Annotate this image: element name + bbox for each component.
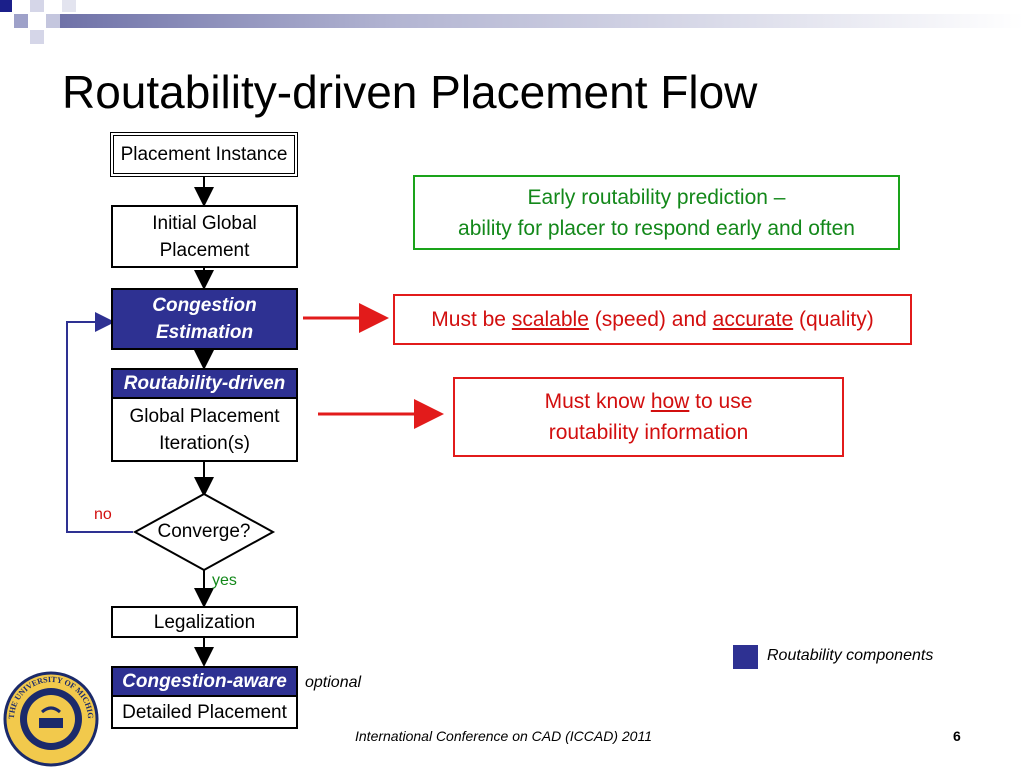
converge-label: Converge? bbox=[157, 521, 251, 542]
slide-header-decoration bbox=[0, 0, 1024, 44]
converge-diamond bbox=[132, 492, 276, 572]
congestion-estimation-line1: Congestion bbox=[152, 295, 257, 316]
early-prediction-line1: Early routability prediction – bbox=[527, 185, 786, 209]
slide-title: Routability-driven Placement Flow bbox=[62, 66, 758, 118]
initial-global-line2: Placement bbox=[159, 239, 250, 261]
global-iteration-line2: Iteration(s) bbox=[159, 432, 250, 454]
university-seal-logo: THE UNIVERSITY OF MICHIGAN 1817 bbox=[2, 670, 99, 767]
placement-instance-box: Placement Instance bbox=[110, 132, 298, 177]
yes-label: yes bbox=[212, 572, 237, 589]
routability-usage-line1: Must know how to use bbox=[544, 390, 753, 413]
initial-global-placement-box: Initial Global Placement bbox=[111, 205, 298, 268]
initial-global-line1: Initial Global bbox=[152, 212, 257, 234]
no-label: no bbox=[94, 506, 112, 523]
how-term: how bbox=[650, 390, 690, 413]
scalable-accurate-text: Must be scalable (speed) and accurate (q… bbox=[431, 308, 874, 331]
scalable-term: scalable bbox=[511, 308, 589, 331]
accurate-term: accurate bbox=[712, 308, 794, 331]
global-placement-iteration-box: Global Placement Iteration(s) bbox=[111, 399, 298, 462]
page-number: 6 bbox=[953, 728, 961, 744]
optional-label: optional bbox=[305, 674, 362, 691]
congestion-aware-label: Congestion-aware bbox=[122, 671, 287, 692]
legend-swatch bbox=[733, 645, 758, 669]
congestion-aware-header: Congestion-aware bbox=[111, 666, 298, 697]
placement-instance-label: Placement Instance bbox=[120, 144, 288, 165]
congestion-estimation-box: Congestion Estimation bbox=[111, 288, 298, 350]
legend-label: Routability components bbox=[767, 647, 934, 664]
scalable-accurate-callout: Must be scalable (speed) and accurate (q… bbox=[393, 294, 912, 345]
detailed-placement-label: Detailed Placement bbox=[122, 701, 287, 723]
detailed-placement-box: Detailed Placement bbox=[111, 697, 298, 729]
routability-driven-label: Routability-driven bbox=[123, 373, 286, 394]
early-prediction-callout: Early routability prediction – ability f… bbox=[413, 175, 900, 250]
routability-usage-callout: Must know how to use routability informa… bbox=[453, 377, 844, 457]
routability-driven-header: Routability-driven bbox=[111, 368, 298, 399]
legalization-label: Legalization bbox=[153, 611, 256, 633]
loop-back-arrow bbox=[66, 312, 133, 533]
legalization-box: Legalization bbox=[111, 606, 298, 638]
routability-usage-line2: routability information bbox=[548, 421, 749, 444]
early-prediction-line2: ability for placer to respond early and … bbox=[458, 216, 855, 240]
footer-text: International Conference on CAD (ICCAD) … bbox=[355, 728, 653, 744]
global-iteration-line1: Global Placement bbox=[129, 405, 280, 427]
congestion-estimation-line2: Estimation bbox=[155, 322, 254, 343]
